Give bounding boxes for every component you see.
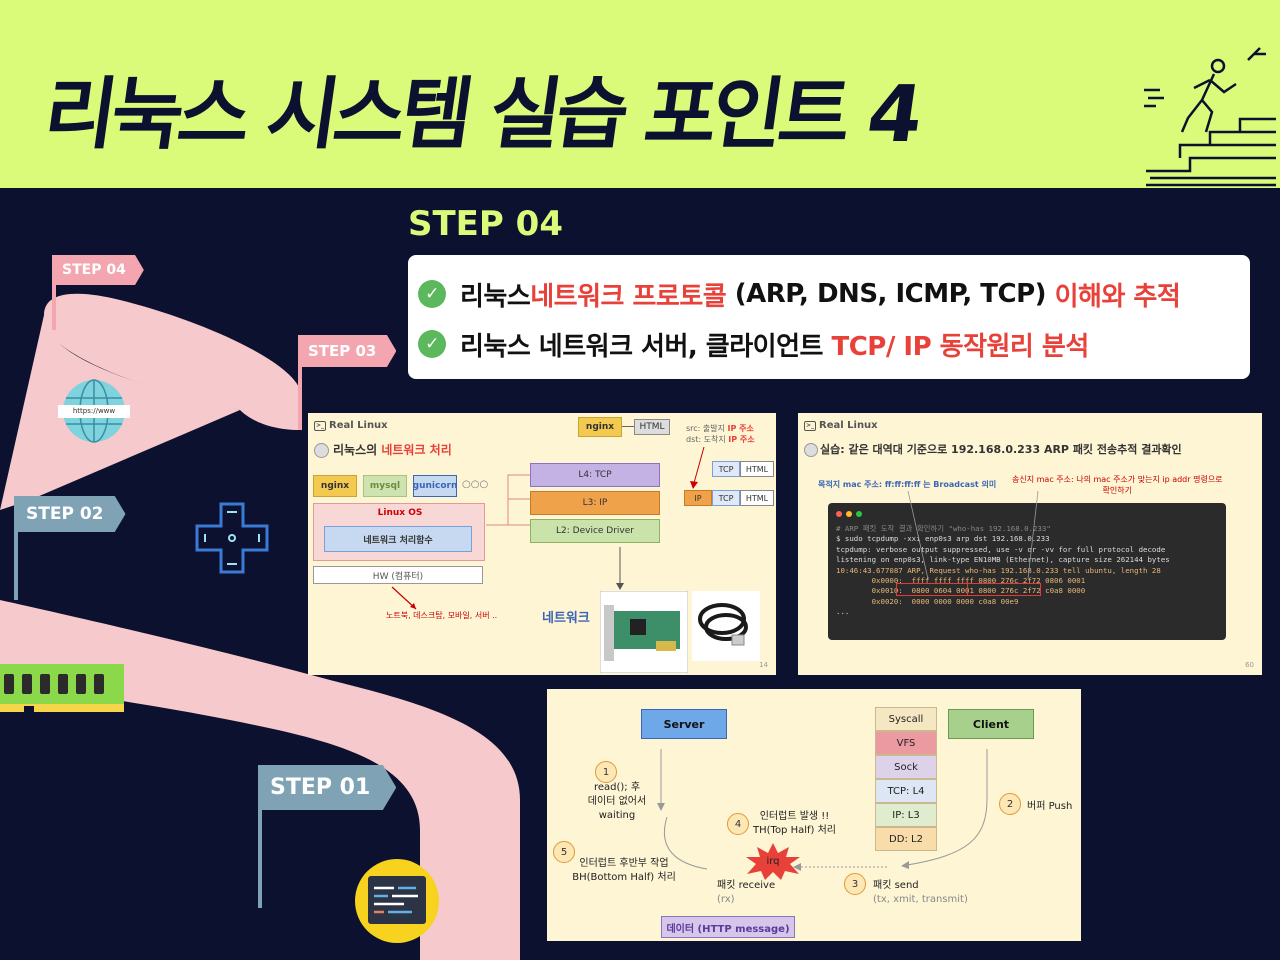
arrow-down [391,586,417,610]
layer-l4: L4: TCP [530,463,660,487]
terminal-line: 0x0000: ffff ffff ffff 0800 276c 2f72 08… [836,576,1086,586]
step-heading: STEP 04 [408,204,563,244]
terminal-line: # ARP 패킷 도착 결과 확인하기 "who-has 192.168.0.2… [836,524,1051,533]
objective-item: ✓ 리눅스 네트워크 프로토콜 (ARP, DNS, ICMP, TCP) 이해… [418,269,1250,319]
terminal-window: # ARP 패킷 도착 결과 확인하기 "who-has 192.168.0.2… [828,503,1226,640]
flag-label: STEP 02 [18,496,126,532]
terminal-line: $ sudo tcpdump -xxi enp0s3 arp dst 192.1… [836,534,1050,544]
minimize-dot-icon [846,511,852,517]
terminal-line: 0x0020: 0000 0000 0000 c0a8 00e9 [836,596,1019,606]
slide-arp-capture: >_Real Linux 실습: 같은 대역대 기준으로 192.168.0.2… [798,413,1262,675]
real-linux-logo: >_Real Linux [804,420,878,431]
circuit-cross-icon [195,502,269,574]
objectives-box: ✓ 리눅스 네트워크 프로토콜 (ARP, DNS, ICMP, TCP) 이해… [408,255,1250,379]
stack-vfs: VFS [875,731,937,755]
linux-os-box: Linux OS 네트워크 처리함수 [313,503,485,561]
device-list: 노트북, 데스크탑, 모바일, 서버 .. [386,611,498,620]
irq-label: irq [766,856,780,867]
step-number: 1 [595,761,617,783]
terminal-line: listening on enp0s3, link-type EN10MB (E… [836,555,1170,565]
check-icon: ✓ [418,280,446,308]
close-dot-icon [836,511,842,517]
maximize-dot-icon [856,511,862,517]
irq-burst-icon [746,843,800,880]
terminal-icon: >_ [314,420,326,431]
check-icon: ✓ [418,330,446,358]
dst-note: dst: 도착지 IP 주소 [686,435,755,444]
arrow-down [690,446,705,489]
flow-arrows [657,749,988,871]
app-gunicorn: gunicorn [413,475,457,497]
climbing-person-icon [1144,47,1276,187]
terminal-line: 10:46:43.677087 ARP, Request who-has 192… [836,565,1161,575]
step-number: 4 [727,813,749,835]
terminal-line: ... [836,607,850,617]
client-box: Client [948,709,1034,739]
flag-label: STEP 01 [262,765,397,810]
pointer-lines [907,490,1039,580]
http-message-box: 데이터 (HTTP message) [661,916,795,938]
app-nginx: nginx [313,475,357,497]
header-banner: 리눅스 시스템 실습 포인트 4 [0,0,1280,188]
url-label: https://www [58,405,130,418]
slide-linux-network: >_Real Linux 리눅스의 네트워크 처리 nginx mysql gu… [308,413,776,675]
highlight-src-mac [967,583,1041,596]
terminal-line: 0x0010: 0800 0604 0001 0800 276c 2f72 c0… [836,586,1086,596]
terminal-line: tcpdump: verbose output suppressed, use … [836,544,1166,554]
arrow-down [616,547,624,590]
pkt-ip: IP [684,490,712,506]
slide-title: 실습: 같은 대역대 기준으로 192.168.0.233 ARP 패킷 전송추… [804,441,1182,457]
flag-label: STEP 03 [302,335,397,367]
step-text: read(); 후 데이터 없어서 waiting [587,782,647,821]
pkt-tcp: TCP [712,490,740,506]
connector-lines [486,474,530,526]
stack-ip: IP: L3 [875,803,937,827]
flag-label: STEP 04 [56,255,144,285]
highlight-dest-mac [896,583,968,596]
src-note: src: 출발지 IP 주소 [686,424,754,433]
app-mysql: mysql [363,475,407,497]
network-label: 네트워크 [542,611,590,626]
step-text: 버퍼 Push [1027,801,1073,812]
receive-text: 패킷 receive (rx) [717,880,776,905]
real-linux-logo: >_Real Linux [314,420,388,431]
step-number: 3 [844,873,866,895]
terminal-icon: >_ [804,420,816,431]
stack-sock: Sock [875,755,937,779]
net-func-box: 네트워크 처리함수 [324,526,472,552]
step-number: 2 [999,793,1021,815]
pkt-html: HTML [740,461,774,477]
slide-title: 리눅스의 네트워크 처리 [314,441,452,458]
layer-l2: L2: Device Driver [530,519,660,543]
layer-l3: L3: IP [530,491,660,515]
stack-dd: DD: L2 [875,827,937,851]
penguin-icon [804,443,818,457]
lan-cable-image [692,591,760,661]
penguin-icon [314,443,329,458]
slide-tcp-flow: Server Client Syscall VFS Sock TCP: L4 I… [547,689,1081,941]
step-text: 인터럽트 후반부 작업 BH(Bottom Half) 처리 [572,858,676,883]
objective-item: ✓ 리눅스 네트워크 서버, 클라이언트 TCP/ IP 동작원리 분석 [418,319,1250,369]
stack-tcp: TCP: L4 [875,779,937,803]
stack-syscall: Syscall [875,707,937,731]
ram-module-icon [0,664,124,716]
note-source-mac: 송신지 mac 주소: 나의 mac 주소가 맞는지 ip addr 명령으로 … [1012,475,1223,495]
top-nginx: nginx [578,417,622,437]
note-broadcast: 목적지 mac 주소: ff:ff:ff:ff 는 Broadcast 의미 [818,480,997,489]
code-terminal-icon [355,859,439,943]
pkt-tcp: TCP [712,461,740,477]
step-text: 인터럽트 발생 !! TH(Top Half) 처리 [753,811,837,836]
network-card-image [600,591,688,673]
globe-icon: https://www [58,378,130,444]
more-apps: ○○○ [462,479,489,490]
hw-box: HW (컴퓨터) [313,566,483,584]
step-text: 패킷 send (tx, xmit, transmit) [873,880,968,905]
pkt-html: HTML [740,490,774,506]
step-number: 5 [553,841,575,863]
server-box: Server [641,709,727,739]
top-html: HTML [634,419,670,435]
